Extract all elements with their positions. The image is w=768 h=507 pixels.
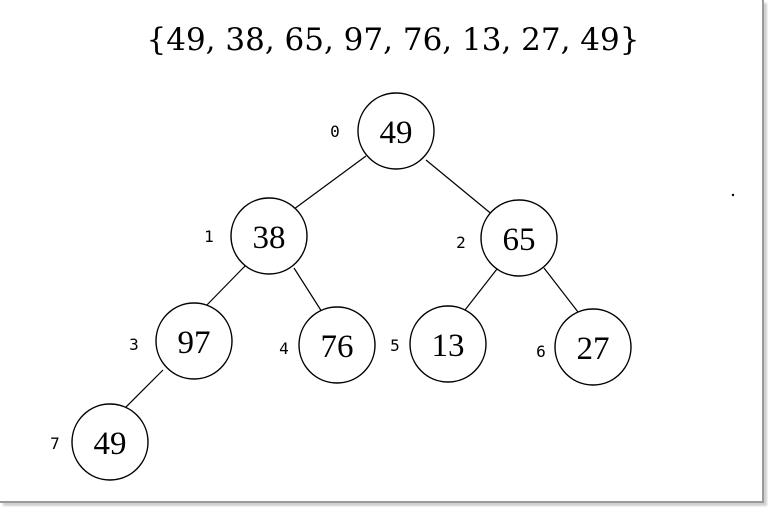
node-index-label: 0 — [330, 122, 340, 141]
node-value: 97 — [178, 325, 211, 361]
array-label: {49, 38, 65, 97, 76, 13, 27, 49} — [147, 22, 640, 58]
tree-edge-0-1 — [289, 155, 367, 213]
node-value: 76 — [321, 329, 354, 365]
node-value: 27 — [577, 331, 610, 367]
tree-edge-2-6 — [543, 267, 579, 313]
node-index-label: 2 — [456, 233, 466, 252]
node-index-label: 4 — [279, 339, 289, 358]
tree-edge-1-3 — [202, 265, 246, 310]
stray-dot — [731, 193, 735, 197]
node-index-label: 5 — [390, 336, 400, 355]
node-index-label: 6 — [536, 342, 546, 361]
node-value: 38 — [253, 220, 286, 256]
node-index-label: 7 — [50, 434, 60, 453]
tree-node-6: 27 6 — [536, 308, 632, 386]
node-value: 13 — [432, 328, 465, 364]
tree-edge-3-7 — [119, 369, 164, 414]
tree-node-3: 97 3 — [129, 302, 233, 380]
node-value: 65 — [503, 222, 536, 258]
tree-node-5: 13 5 — [390, 305, 487, 383]
tree-node-2: 65 2 — [456, 199, 558, 277]
tree-node-0: 49 0 — [330, 92, 435, 170]
node-index-label: 1 — [204, 227, 214, 246]
tree-edge-0-2 — [425, 159, 495, 217]
node-value: 49 — [94, 426, 127, 462]
node-value: 49 — [380, 115, 413, 151]
tree-edge-1-4 — [293, 267, 323, 313]
tree-node-1: 38 1 — [204, 197, 308, 275]
tree-edge-2-5 — [464, 268, 498, 311]
tree-node-7: 49 7 — [50, 403, 149, 481]
node-index-label: 3 — [129, 335, 139, 354]
tree-node-4: 76 4 — [279, 306, 376, 384]
